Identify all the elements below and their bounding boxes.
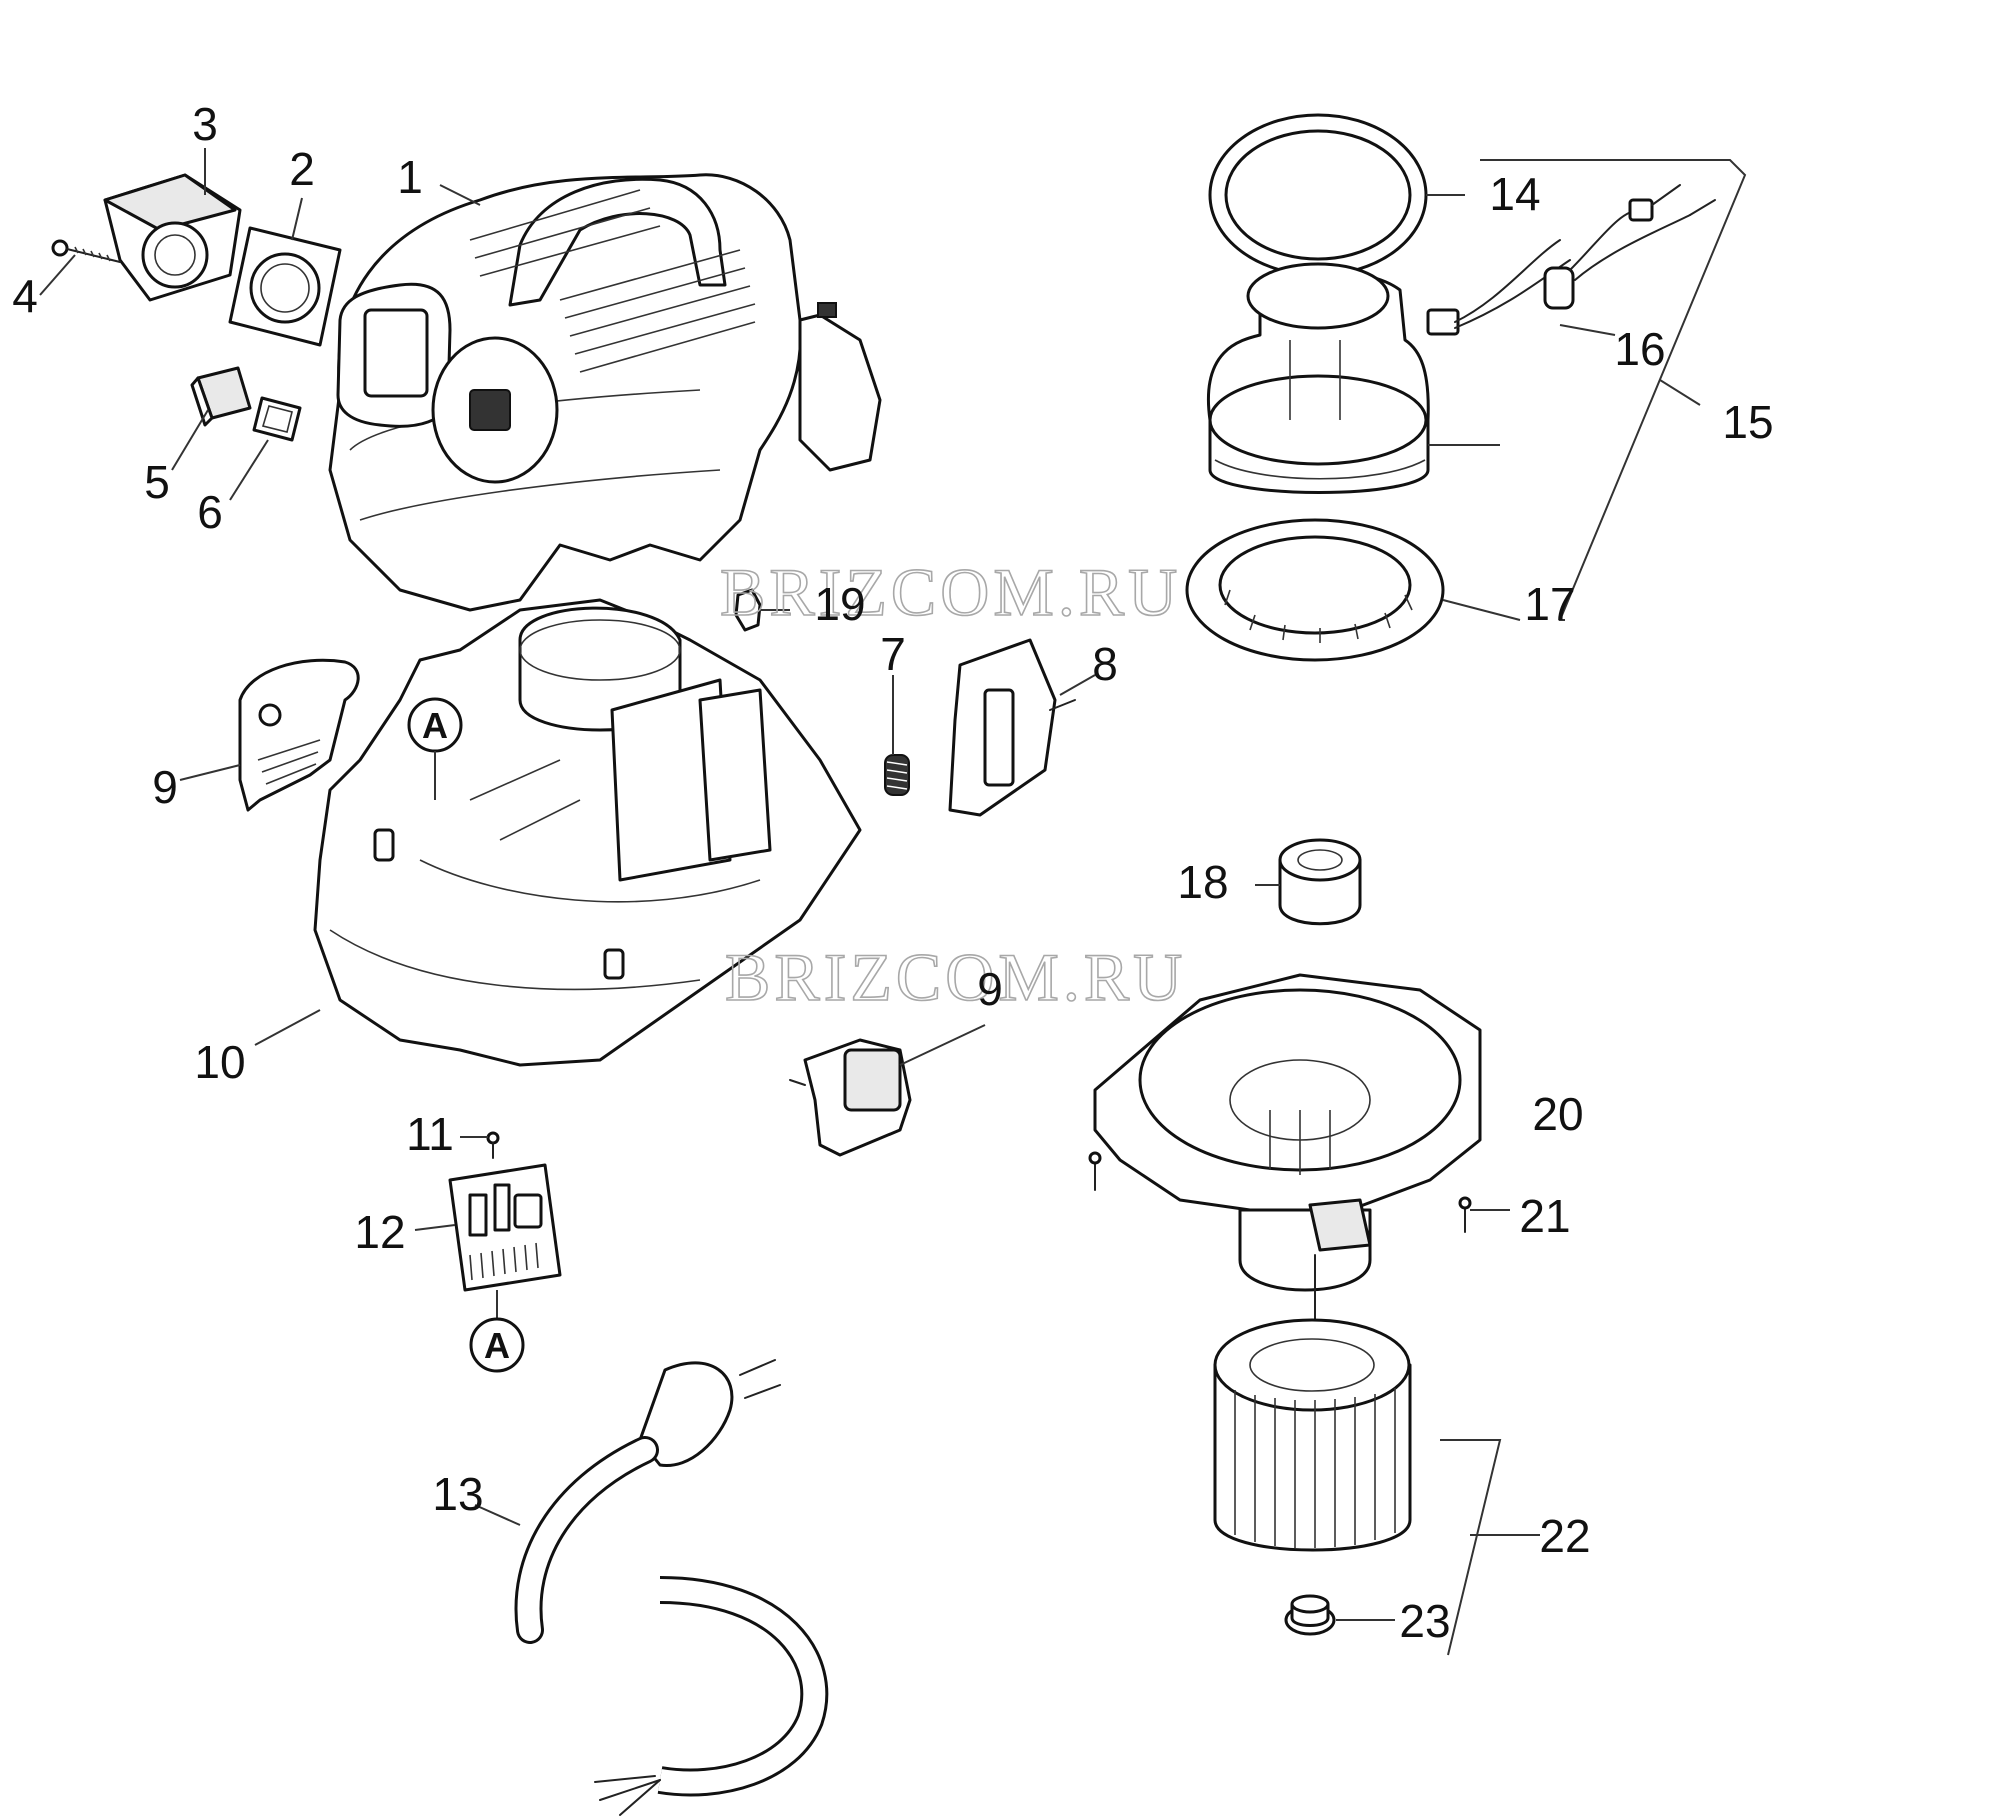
callout-8: 8 xyxy=(1092,638,1118,690)
callout-9-lower: 9 xyxy=(977,963,1003,1015)
marker-a-upper: A xyxy=(407,697,463,800)
callout-11: 11 xyxy=(406,1108,454,1160)
part-side-grip-lower xyxy=(789,1038,912,1157)
callout-1: 1 xyxy=(397,151,423,203)
callout-2: 2 xyxy=(289,143,315,195)
part-float xyxy=(1278,838,1362,926)
part-tiny-screw xyxy=(486,1131,500,1159)
callout-10: 10 xyxy=(194,1036,245,1088)
part-filter-basket xyxy=(1093,973,1482,1292)
callout-labels: 1 2 3 4 5 6 7 8 9 9 10 11 12 13 14 15 16… xyxy=(12,98,1773,1647)
callout-14: 14 xyxy=(1489,168,1540,220)
part-spring xyxy=(884,754,910,796)
callout-17: 17 xyxy=(1524,578,1575,630)
leader-lines xyxy=(39,148,1747,1656)
part-seal-frame xyxy=(252,396,302,442)
watermark-upper: BRIZCOM.RU xyxy=(720,554,1181,630)
callout-7: 7 xyxy=(880,628,906,680)
part-side-grip-upper xyxy=(238,658,360,812)
callout-3: 3 xyxy=(192,98,218,150)
part-clip xyxy=(734,588,762,632)
part-latch xyxy=(948,638,1076,817)
callout-12: 12 xyxy=(354,1206,405,1258)
callout-18: 18 xyxy=(1177,856,1228,908)
callout-9-upper: 9 xyxy=(152,761,178,813)
callout-20: 20 xyxy=(1532,1088,1583,1140)
callout-22: 22 xyxy=(1539,1510,1590,1562)
callout-16: 16 xyxy=(1614,323,1665,375)
part-switch-button xyxy=(190,366,252,427)
callout-23: 23 xyxy=(1399,1595,1450,1647)
part-circuit-board xyxy=(448,1163,562,1292)
callout-4: 4 xyxy=(12,270,38,322)
part-wiring-harness xyxy=(1426,184,1716,336)
marker-a-lower: A xyxy=(469,1290,525,1373)
part-socket-plate xyxy=(228,226,342,347)
callout-15: 15 xyxy=(1722,396,1773,448)
part-motor-assembly xyxy=(1207,262,1430,494)
part-power-cord xyxy=(514,1359,829,1816)
part-gasket-ring xyxy=(1208,113,1428,277)
marker-a-upper-label: A xyxy=(422,705,448,746)
part-basket-screws xyxy=(1088,1151,1472,1233)
part-screw xyxy=(51,239,121,263)
callout-21: 21 xyxy=(1519,1190,1570,1242)
part-motor-mount-ring xyxy=(1185,518,1445,662)
callout-13: 13 xyxy=(432,1468,483,1520)
marker-a-lower-label: A xyxy=(484,1325,510,1366)
part-cover-housing xyxy=(328,173,882,612)
callout-5: 5 xyxy=(144,456,170,508)
callout-6: 6 xyxy=(197,486,223,538)
part-socket-lid xyxy=(103,173,242,302)
part-cartridge-filter xyxy=(1213,1254,1412,1552)
watermark-lower: BRIZCOM.RU xyxy=(725,939,1186,1015)
part-filter-nut xyxy=(1284,1594,1336,1636)
callout-19: 19 xyxy=(814,578,865,630)
